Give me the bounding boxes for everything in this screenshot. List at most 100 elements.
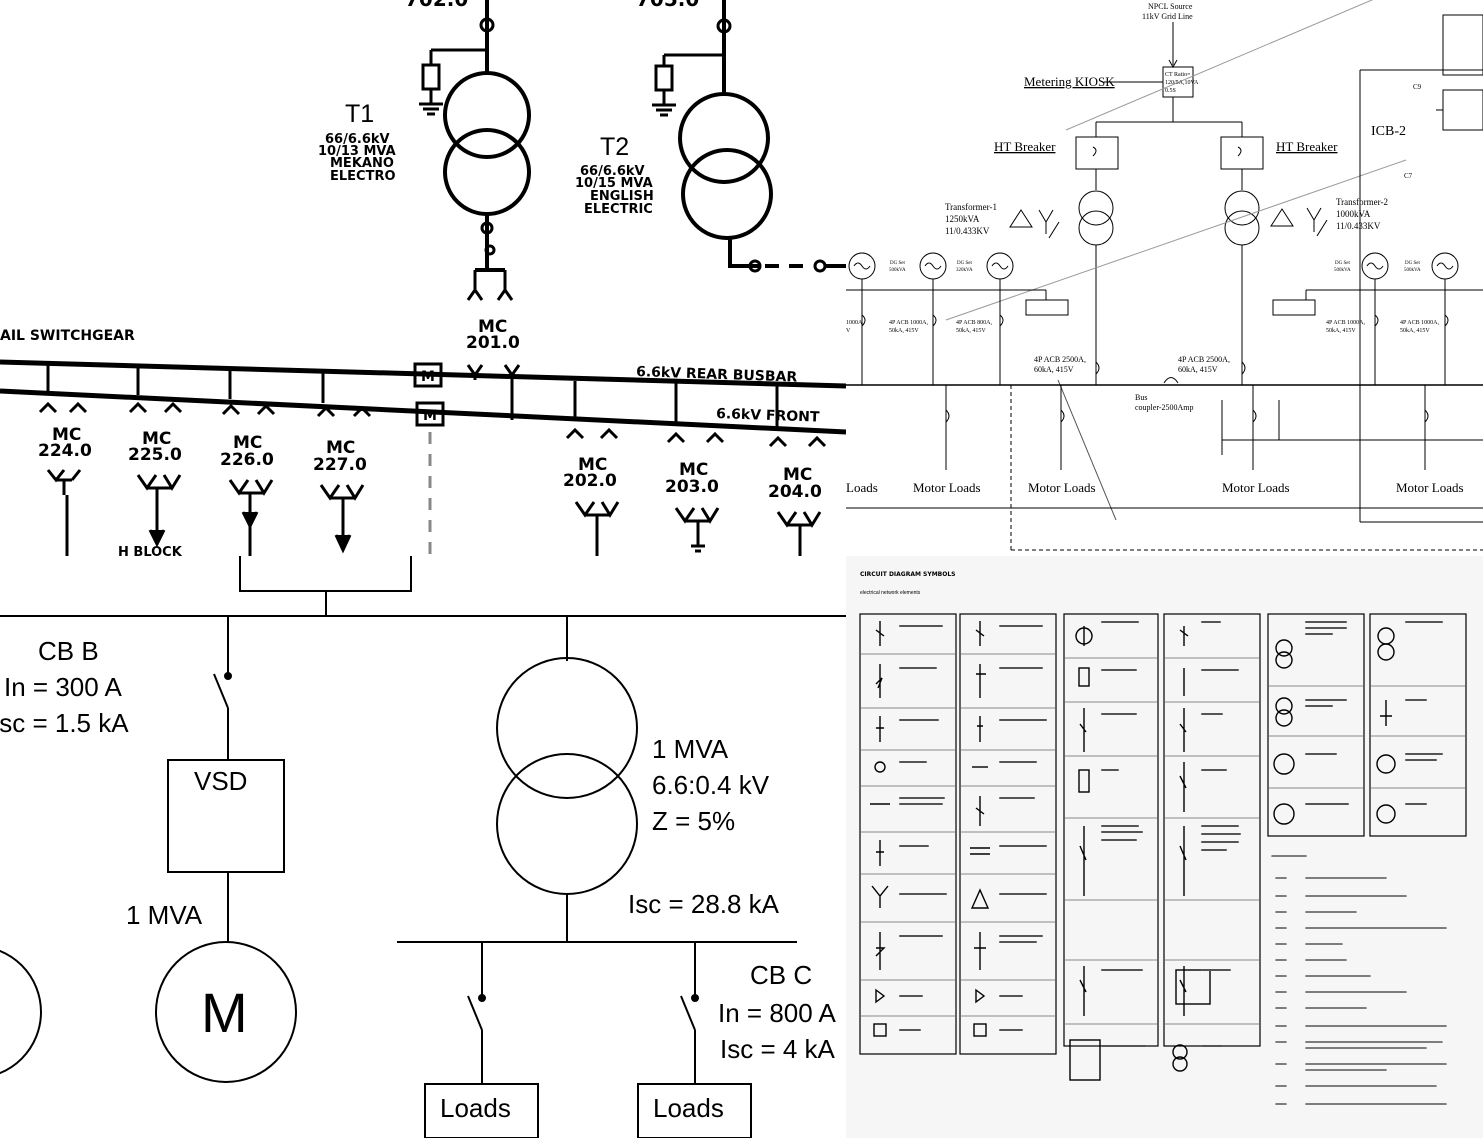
dg-set-2: DG Set [957,261,972,266]
mc-202-number: 202.0 [563,471,617,491]
vsd-rating: 1 MVA [126,900,203,930]
mc-202-label: MC [578,455,607,475]
mc-224-number: 224.0 [38,441,92,461]
mc-201-label: MC [478,317,507,337]
dg-set-3-rating: 500kVA [1334,268,1351,273]
t2-name: T2 [600,133,629,161]
c9-label: C9 [1413,83,1422,91]
transformer-2-voltage: 11/0.433KV [1336,221,1381,231]
ht-breaker-left: HT Breaker [994,139,1056,154]
cb-c-rated-current: In = 800 A [718,998,836,1028]
t1-maker: MEKANO [330,156,394,171]
icb-2-label: ICB-2 [1371,124,1406,139]
tx-impedance: Z = 5% [652,806,735,836]
acb-1000-left: 4P ACB 1000A, [889,320,928,326]
tx-short-circuit: Isc = 28.8 kA [628,889,780,919]
transformer-1-name: Transformer-1 [945,202,997,212]
dg-set-1-rating: 500kVA [889,268,906,273]
vsd-transformer-panel: CB B In = 300 A Isc = 1.5 kA VSD 1 MVA M… [0,556,846,1138]
transformer-1-rating: 1250kVA [945,214,980,224]
acb-1000-mid-rating: 50kA, 415V [1326,328,1356,334]
mc-203-number: 203.0 [665,477,719,497]
dg-set-1: DG Set [890,261,905,266]
t1-name: T1 [345,100,374,128]
mc-227-label: MC [326,438,355,458]
c7-label: C7 [1404,172,1413,180]
mc-226-label: MC [233,433,262,453]
acb-1000-right-rating: 50kA, 415V [1400,328,1430,334]
loads-left: Loads [440,1093,511,1123]
motor-loads-2: Motor Loads [1028,480,1096,495]
busbar-diagram-panel: 702.0 705.0 T1 66/6.6kV 10/13 MVA MEKANO… [0,0,846,556]
ct-ratio-value: 120/5A,10VA [1165,80,1199,86]
mc-225-label: MC [142,429,171,449]
lt-distribution-diagram: NPCL Source 11kV Grid Line Metering KIOS… [846,0,1483,551]
transformer-2-rating: 1000kVA [1336,209,1371,219]
cb-b-short-circuit: Isc = 1.5 kA [0,708,129,738]
acb-1000-right: 4P ACB 1000A, [1400,320,1439,326]
motor-loads-3: Motor Loads [1222,480,1290,495]
t2-maker: ENGLISH [590,189,654,204]
motor-loads-4: Motor Loads [1396,480,1464,495]
motor-tag-front: M [423,408,437,424]
mc-203-label: MC [679,460,708,480]
acb-800: 4P ACB 800A, [956,320,992,326]
mc-201-number: 201.0 [466,333,520,353]
metering-kiosk: Metering KIOSK [1024,74,1115,89]
front-busbar-label: 6.6kV FRONT [716,406,820,426]
motor-tag-rear: M [421,369,435,385]
t2-rating: 10/15 MVA [575,176,653,191]
acb-2500-left: 4P ACB 2500A, [1034,355,1086,364]
loads-right: Loads [653,1093,724,1123]
tx-voltage: 6.6:0.4 kV [652,770,770,800]
acb-edge: 1000A, [846,320,864,326]
rear-busbar-label: 6.6kV REAR BUSBAR [636,364,798,386]
tx-rating: 1 MVA [652,734,729,764]
motor-symbol: M [201,981,248,1044]
t1-rating: 10/13 MVA [318,144,396,159]
npcl-source: NPCL Source [1148,2,1193,11]
transformer-2-name: Transformer-2 [1336,197,1388,207]
dg-set-4-rating: 500kVA [1404,268,1421,273]
bus-coupler-rating: coupler-2500Amp [1135,403,1194,412]
ct-class: 0.5S [1165,88,1176,94]
t2-maker-2: ELECTRIC [584,202,653,217]
motor-loads-1: Motor Loads [913,480,981,495]
bus-coupler: Bus [1135,393,1147,402]
reference-subtitle: electrical network elements [860,590,921,596]
mc-204-label: MC [783,465,812,485]
transformer-1-voltage: 11/0.433KV [945,226,990,236]
dg-set-4: DG Set [1405,261,1420,266]
acb-edge-rating: V [846,328,851,334]
tap-label-702: 702.0 [405,0,468,11]
acb-2500-right: 4P ACB 2500A, [1178,355,1230,364]
cb-c-short-circuit: Isc = 4 kA [720,1034,836,1064]
switchgear-label: AIL SWITCHGEAR [0,328,135,344]
mc-227-number: 227.0 [313,455,367,475]
mc-226-number: 226.0 [220,450,274,470]
cb-b-rated-current: In = 300 A [4,672,122,702]
t2-voltage: 66/6.6kV [580,164,645,179]
loads-label-p2: Loads [846,480,878,495]
dg-set-2-rating: 320kVA [956,268,973,273]
h-block-label: H BLOCK [118,545,183,556]
ct-ratio: CT Ratio= [1165,72,1191,78]
mc-204-number: 204.0 [768,482,822,502]
grid-line: 11kV Grid Line [1142,12,1193,21]
symbol-reference-sheet: CIRCUIT DIAGRAM SYMBOLS electrical netwo… [859,571,1467,1105]
acb-2500-left-rating: 60kA, 415V [1034,365,1074,374]
cb-c-label: CB C [750,960,812,990]
lt-distribution-panel: NPCL Source 11kV Grid Line Metering KIOS… [846,0,1483,556]
reference-title: CIRCUIT DIAGRAM SYMBOLS [860,571,956,578]
busbar-diagram: 702.0 705.0 T1 66/6.6kV 10/13 MVA MEKANO… [0,0,846,556]
symbol-reference-panel: CIRCUIT DIAGRAM SYMBOLS electrical netwo… [846,556,1483,1138]
acb-2500-right-rating: 60kA, 415V [1178,365,1218,374]
acb-1000-left-rating: 50kA, 415V [889,328,919,334]
tap-label-705: 705.0 [636,0,699,11]
acb-1000-mid: 4P ACB 1000A, [1326,320,1365,326]
t1-maker-2: ELECTRO [330,169,396,184]
mc-224-label: MC [52,425,81,445]
vsd-label: VSD [194,766,247,796]
acb-800-rating: 50kA, 415V [956,328,986,334]
